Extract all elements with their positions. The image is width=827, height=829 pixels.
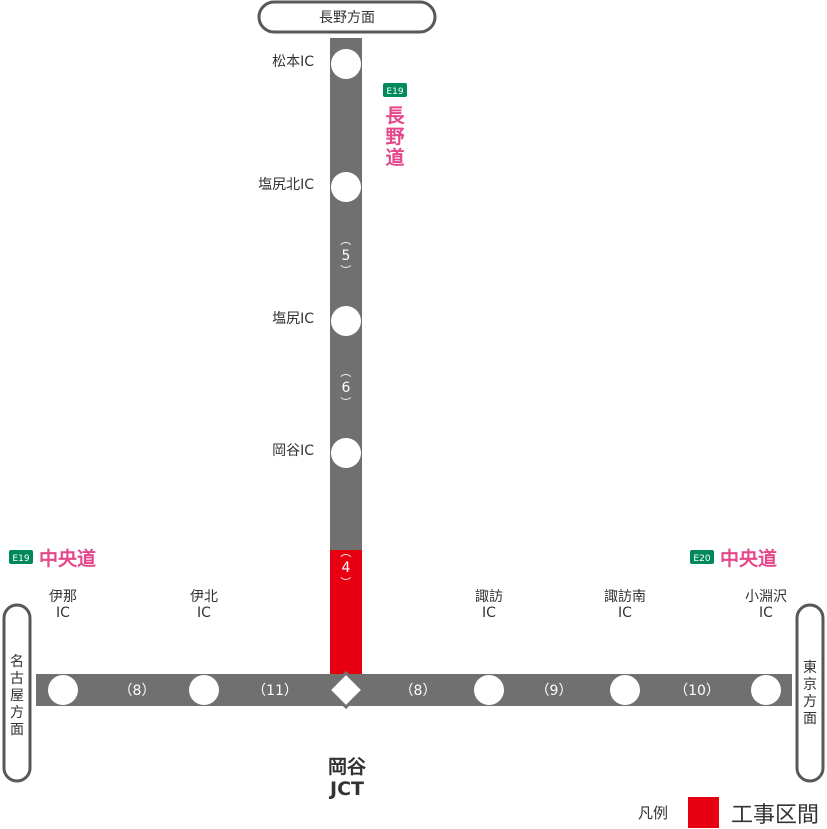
direction-sign-east (795, 603, 825, 783)
station-label: IC (482, 605, 496, 621)
station-label: 松本IC (272, 54, 314, 70)
vertical-station-list: 松本IC 塩尻北IC 塩尻IC 岡谷IC (258, 49, 361, 468)
route-badge-chuo-east-text: E20 (693, 554, 710, 564)
direction-sign-north (257, 0, 437, 34)
direction-label-east-char: 東 (803, 660, 817, 676)
direction-label-north: 長野方面 (319, 10, 375, 26)
vertical-station: 岡谷IC (272, 438, 361, 468)
vertical-station: 塩尻北IC (258, 172, 361, 202)
station-label: 塩尻北IC (258, 177, 314, 193)
station-label: 諏訪 (475, 589, 503, 605)
route-badge-chuo-east (690, 550, 714, 564)
direction-label-west-char: 古 (10, 671, 24, 687)
distance-label-part: （ (339, 547, 352, 558)
direction-label-east-char: 面 (803, 711, 817, 727)
station-label: IC (618, 605, 632, 621)
route-name-nagano-char: 野 (385, 126, 404, 148)
legend-label: 工事区間 (731, 803, 819, 828)
distance-label-part: （ (339, 235, 352, 246)
chuo-expressway-road (36, 674, 792, 706)
route-name-chuo-west: 中央道 (39, 547, 96, 570)
distance-label: （ 5） (339, 235, 352, 276)
route-badge-nagano (383, 83, 407, 97)
route-badge-chuo-west (9, 550, 33, 564)
distance-label-part: 6 (342, 380, 351, 396)
station-label: 伊北 (190, 589, 218, 605)
station-marker (610, 675, 640, 705)
distance-label-part: ） (339, 265, 352, 276)
distance-label: （11） (252, 683, 298, 699)
distance-label: （ 6） (339, 367, 352, 408)
station-label: 岡谷IC (272, 443, 314, 459)
junction-marker (326, 670, 366, 710)
station-marker (474, 675, 504, 705)
station-label: 諏訪南 (604, 589, 646, 605)
distance-label: （8） (119, 683, 156, 699)
junction-name-line2: JCT (328, 778, 364, 800)
legend-construction-swatch (688, 797, 719, 828)
station-marker (331, 438, 361, 468)
station-marker (331, 172, 361, 202)
construction-section (330, 550, 362, 676)
station-label: 伊那 (49, 589, 77, 605)
direction-label-west-char: 面 (10, 722, 24, 738)
route-badge-nagano-text: E19 (386, 87, 403, 97)
direction-label-west-char: 名 (10, 654, 24, 670)
direction-sign-west (2, 603, 32, 783)
station-label: IC (197, 605, 211, 621)
distance-label-part: （ (339, 367, 352, 378)
route-name-nagano-char: 道 (385, 146, 404, 169)
station-marker (331, 306, 361, 336)
distance-label: （10） (674, 683, 720, 699)
station-marker (189, 675, 219, 705)
station-marker (331, 49, 361, 79)
legend-caption: 凡例 (638, 804, 668, 822)
station-label: IC (759, 605, 773, 621)
distance-label-part: ） (339, 577, 352, 588)
direction-label-east-char: 方 (803, 694, 817, 710)
route-name-nagano: 長野道 (385, 105, 405, 169)
station-marker (751, 675, 781, 705)
station-label: 塩尻IC (272, 311, 314, 327)
horizontal-distance-labels: （8） （11） （8） （9） （10） (119, 683, 720, 699)
distance-label: （9） (536, 683, 573, 699)
route-name-chuo-east: 中央道 (720, 547, 777, 570)
station-label: 小淵沢 (745, 589, 787, 605)
direction-label-west-char: 屋 (10, 688, 24, 704)
vertical-station: 松本IC (272, 49, 361, 79)
direction-label-east-char: 京 (803, 677, 817, 693)
distance-label-part: 5 (342, 248, 351, 264)
vertical-station: 塩尻IC (272, 306, 361, 336)
route-name-nagano-char: 長 (385, 105, 405, 127)
direction-label-west-char: 方 (10, 705, 24, 721)
distance-label-part: ） (339, 397, 352, 408)
distance-label: （8） (400, 683, 437, 699)
station-label: IC (56, 605, 70, 621)
distance-label-part: 4 (342, 560, 351, 576)
route-badge-chuo-west-text: E19 (12, 554, 29, 564)
vertical-distance-labels: （5）（6）（4） (339, 235, 352, 588)
station-marker (48, 675, 78, 705)
distance-label: （ 4） (339, 547, 352, 588)
junction-name-line1: 岡谷 (328, 756, 367, 778)
